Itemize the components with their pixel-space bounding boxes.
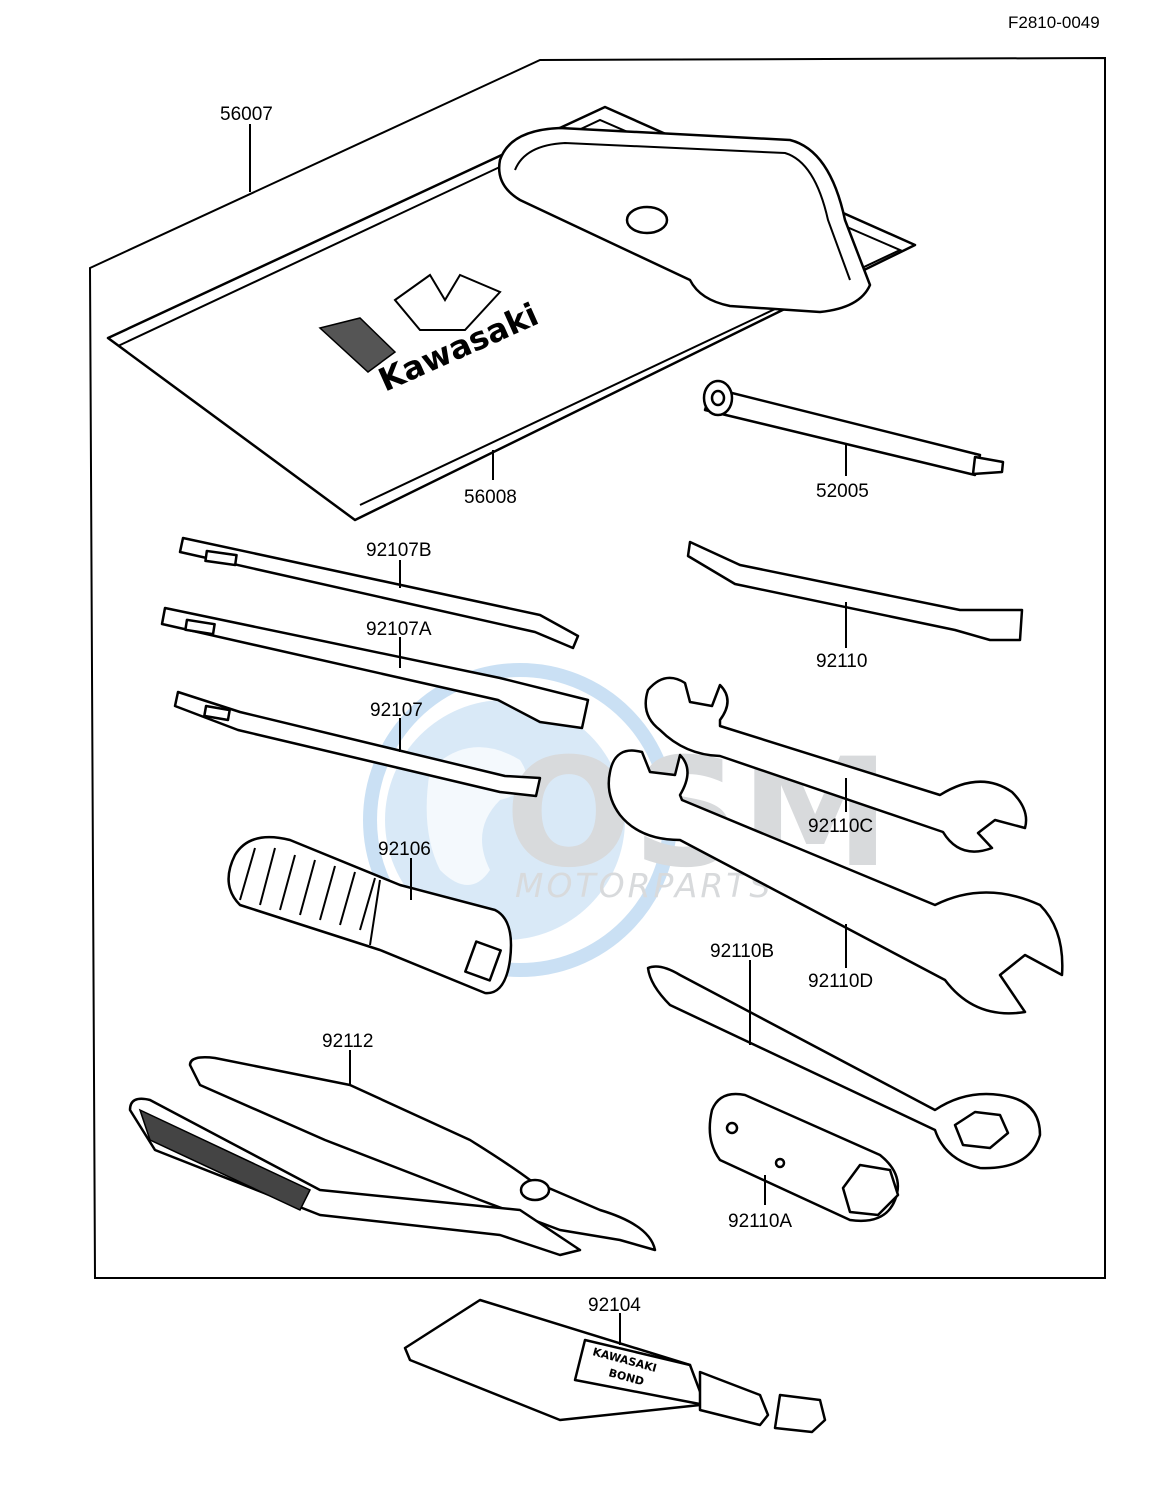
label-92110: 92110 [816,651,867,672]
label-92106: 92106 [378,839,431,860]
bond-tube: KAWASAKI BOND [403,1298,827,1434]
label-52005: 52005 [816,481,869,502]
label-92107a: 92107A [366,619,432,640]
label-92107: 92107 [370,700,423,721]
handle [227,835,513,995]
watermark-text: MOTORPARTS [515,866,773,905]
spark-plug-tool [702,379,1005,477]
label-92104: 92104 [588,1295,641,1316]
label-92110d: 92110D [808,971,873,992]
spoke-wrench [686,540,1024,642]
diagram-code: F2810-0049 [1008,13,1100,32]
tool-bag: Kawasaki [106,105,917,522]
screwdriver-a [160,606,590,730]
screwdriver [173,690,542,798]
watermark: OSM MOTORPARTS [363,663,890,977]
diagram-frame [88,56,1106,1279]
kawasaki-logo-icon [318,317,397,373]
label-92110c: 92110C [808,816,873,837]
label-92110b: 92110B [710,941,774,962]
label-92107b: 92107B [366,540,432,561]
leader-lines [249,124,847,1345]
label-92112: 92112 [322,1031,373,1052]
wrench-c [644,676,1028,853]
wrench-d [607,749,1064,1015]
pliers [128,1056,657,1257]
part-labels: 56007 56008 52005 92107B 92107A 92107 92… [220,104,873,1316]
label-56008: 56008 [464,487,517,508]
wrench-a [708,1092,900,1223]
label-92110a: 92110A [728,1211,792,1232]
label-56007: 56007 [220,104,273,125]
wrench-b [646,965,1042,1170]
screwdriver-b [178,536,580,650]
